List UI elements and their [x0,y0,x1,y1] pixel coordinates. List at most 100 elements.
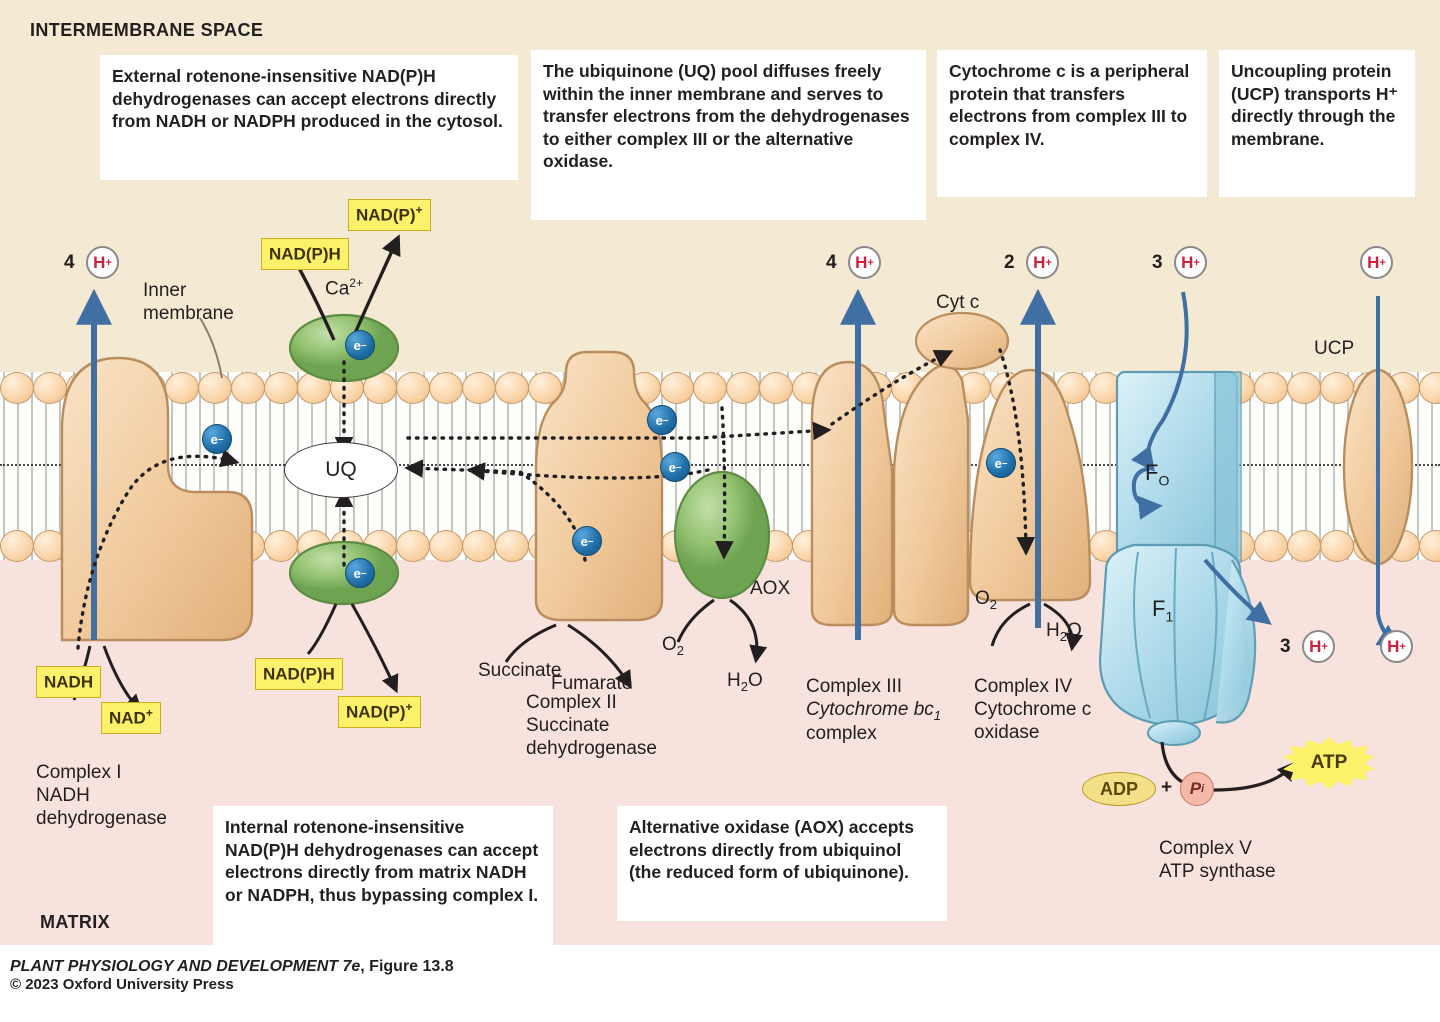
complex-ii-sub2: dehydrogenase [526,737,657,759]
electron-complex-i: e– [202,424,232,454]
o2-label-complex-iv: O2 [975,588,998,612]
electron-symbol: e [580,533,588,549]
o2-label-aox: O2 [662,634,685,658]
complex-v-sub1: ATP synthase [1159,860,1276,882]
proton-symbol: H [855,252,868,272]
complex-v-caption: Complex V ATP synthase [1159,838,1276,884]
proton-symbol: H [1309,636,1322,656]
electron-charge: – [360,567,367,579]
proton-symbol: H [93,252,106,272]
proton-charge: + [1379,256,1386,269]
figure-credit: PLANT PHYSIOLOGY AND DEVELOPMENT 7e, Fig… [10,958,454,993]
proton-symbol: H [1387,636,1400,656]
electron-symbol: e [994,455,1002,471]
nad-tag-nad-matrix: NAD+ [101,702,161,734]
complex-iv-sub1: Cytochrome c [974,698,1092,720]
nad-tag-charge: + [415,203,423,217]
proton-complex-iv: H+ [1026,246,1059,279]
complex-iii-name: Complex III [806,676,903,697]
electron-complex-ii: e– [572,526,602,556]
complex-iv-name: Complex IV [974,676,1073,697]
electron-charge: – [1001,457,1008,469]
electron-membrane-lower: e– [660,452,690,482]
proton-symbol: H [1181,252,1194,272]
proton-count-matrix-atp: 3 [1280,636,1291,657]
lipid-head-row-outer [0,372,1440,404]
proton-matrix-ucp: H+ [1380,630,1413,663]
complex-iv-sub2: oxidase [974,721,1040,743]
callout-uq-pool: The ubiquinone (UQ) pool diffuses freely… [531,50,926,220]
nad-tag-text: NAD(P)H [263,664,335,684]
electron-charge: – [675,461,682,473]
credit-background [0,945,1440,1022]
plus-sign: + [1161,777,1173,798]
electron-membrane-upper: e– [647,405,677,435]
electron-charge: – [587,535,594,547]
fumarate-label: Fumarate [551,673,633,694]
nad-tag-text: NAD(P) [356,205,416,225]
complex-iv-caption: Complex IV Cytochrome c oxidase [974,676,1091,744]
electron-charge: – [217,433,224,445]
complex-iii-sub2: complex [806,723,877,745]
proton-complex-i: H+ [86,246,119,279]
complex-ii-name: Complex II [526,692,617,713]
credit-figure-number: , Figure 13.8 [360,958,454,975]
nad-tag-text: NAD(P) [346,702,406,722]
complex-ii-caption: Complex II Succinate dehydrogenase [526,692,657,760]
proton-charge: + [1321,640,1328,653]
proton-charge: + [1399,640,1406,653]
electron-symbol: e [668,459,676,475]
nad-tag-nadp-internal-out: NAD(P)+ [338,696,421,728]
nad-tag-text: NADH [44,672,94,692]
nad-tag-charge: + [145,706,153,720]
proton-ucp-entry: H+ [1360,246,1393,279]
nad-tag-nadh-matrix: NADH [36,666,102,698]
intermembrane-space-title: INTERMEMBRANE SPACE [30,20,264,40]
nad-tag-text: NAD(P)H [269,244,341,264]
proton-count-atp-synthase: 3 [1152,252,1163,273]
electron-complex-iv: e– [986,448,1016,478]
callout-external-ndh: External rotenone-insensitive NAD(P)H de… [100,55,518,180]
nad-tag-text: NAD [109,708,146,728]
electron-charge: – [662,414,669,426]
proton-complex-iii: H+ [848,246,881,279]
proton-charge: + [105,256,112,269]
f0-label: FO [1145,460,1170,489]
complex-iii-caption: Complex III Cytochrome bc1 complex [806,676,941,746]
complex-i-caption: Complex I NADH dehydrogenase [36,762,167,830]
complex-i-sub2: dehydrogenase [36,807,167,829]
nad-tag-nadph-internal-in: NAD(P)H [255,658,343,690]
proton-charge: + [1193,256,1200,269]
electron-symbol: e [210,431,218,447]
nad-tag-nadph-external-in: NAD(P)H [261,238,349,270]
complex-i-name: Complex I [36,762,122,783]
electron-external-ndh: e– [345,330,375,360]
f1-label: F1 [1152,596,1174,625]
matrix-title: MATRIX [40,912,111,932]
callout-cytochrome-c: Cytochrome c is a peripheral protein tha… [937,50,1207,197]
callout-aox: Alternative oxidase (AOX) accepts electr… [617,806,947,921]
inner-membrane-bilayer [0,372,1440,562]
aox-label: AOX [750,578,791,599]
proton-count-complex-i: 4 [64,252,75,273]
callout-internal-ndh: Internal rotenone-insensitive NAD(P)H de… [213,806,553,945]
membrane-midline [0,464,1440,466]
proton-symbol: H [1033,252,1046,272]
credit-line-2: © 2023 Oxford University Press [10,976,234,993]
electron-symbol: e [353,565,361,581]
proton-atp-synthase-entry: H+ [1174,246,1207,279]
cytochrome-c-label: Cyt c [936,292,980,313]
electron-symbol: e [353,337,361,353]
credit-line-1: PLANT PHYSIOLOGY AND DEVELOPMENT 7e, Fig… [10,958,454,976]
ucp-label: UCP [1314,338,1355,359]
adp-molecule: ADP [1082,772,1156,806]
proton-count-complex-iii: 4 [826,252,837,273]
electron-charge: – [360,339,367,351]
electron-internal-ndh: e– [345,558,375,588]
credit-book-title: PLANT PHYSIOLOGY AND DEVELOPMENT 7e [10,958,361,975]
complex-i-sub1: NADH [36,784,90,806]
nad-tag-nadp-external-out: NAD(P)+ [348,199,431,231]
